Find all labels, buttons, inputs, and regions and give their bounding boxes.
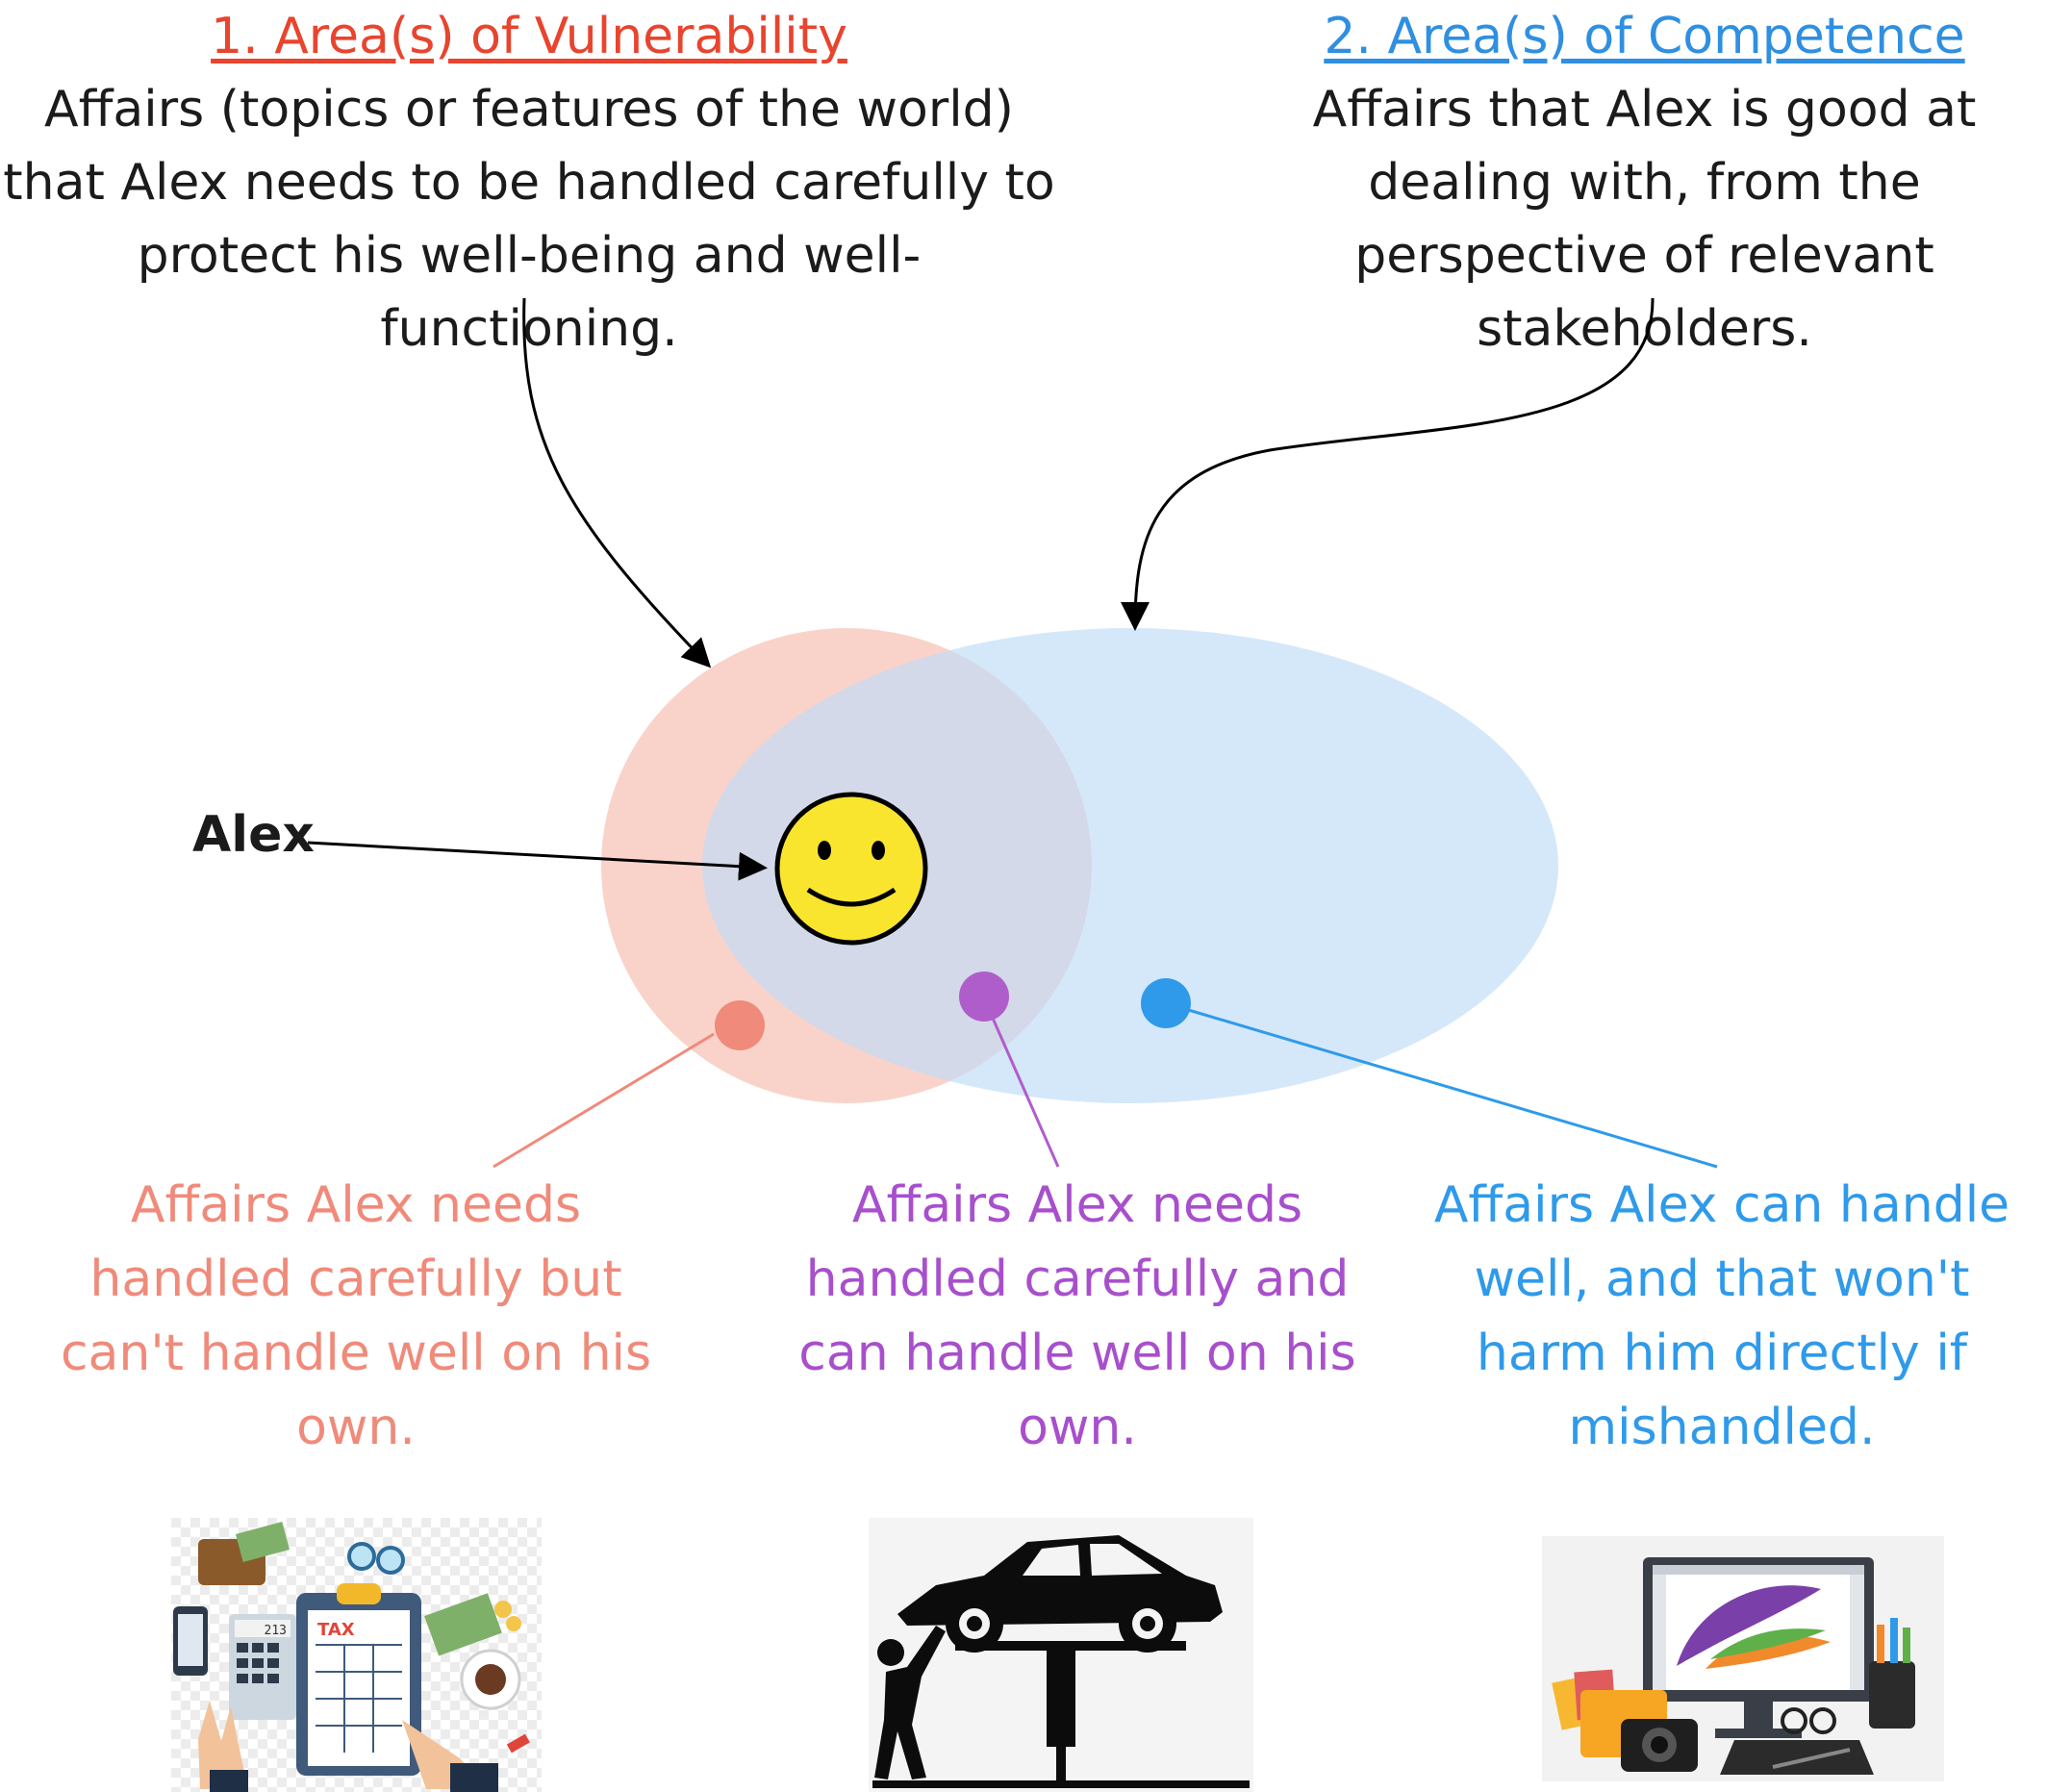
callout-overlap: Affairs Alex needs handled carefully and… — [798, 1176, 1356, 1456]
callout-competence-only: Affairs Alex can handle well, and that w… — [1433, 1176, 2010, 1456]
competence-header: 2. Area(s) of Competence Affairs that Al… — [1217, 0, 2072, 366]
calculator-display: 213 — [265, 1624, 287, 1638]
smiley-face-icon — [774, 792, 928, 946]
competence-arrow — [1121, 297, 1655, 631]
tax-label: TAX — [317, 1620, 355, 1640]
vulnerability-arrow — [522, 297, 712, 669]
vulnerability-leader — [493, 1032, 715, 1169]
vulnerability-title: 1. Area(s) of Vulnerability — [211, 8, 847, 65]
overlap-leader — [982, 997, 1060, 1168]
overlap-dot — [959, 972, 1009, 1022]
tax-paperwork-icon: 213 TAX — [171, 1518, 542, 1792]
vulnerability-header: 1. Area(s) of Vulnerability Affairs (top… — [0, 0, 1058, 366]
digital-art-workstation-icon — [1542, 1536, 1944, 1781]
competence-dot — [1141, 978, 1191, 1028]
alex-label: Alex — [192, 806, 315, 864]
competence-leader — [1165, 1001, 1718, 1169]
callout-vulnerability-only: Affairs Alex needs handled carefully but… — [60, 1176, 652, 1456]
vulnerability-dot — [715, 1000, 765, 1050]
competence-title: 2. Area(s) of Competence — [1324, 8, 1965, 65]
vulnerability-description: Affairs (topics or features of the world… — [3, 81, 1055, 358]
car-repair-icon — [869, 1518, 1253, 1792]
competence-area — [702, 628, 1558, 1103]
alex-arrow — [307, 841, 768, 881]
competence-description: Affairs that Alex is good at dealing wit… — [1312, 81, 1977, 358]
